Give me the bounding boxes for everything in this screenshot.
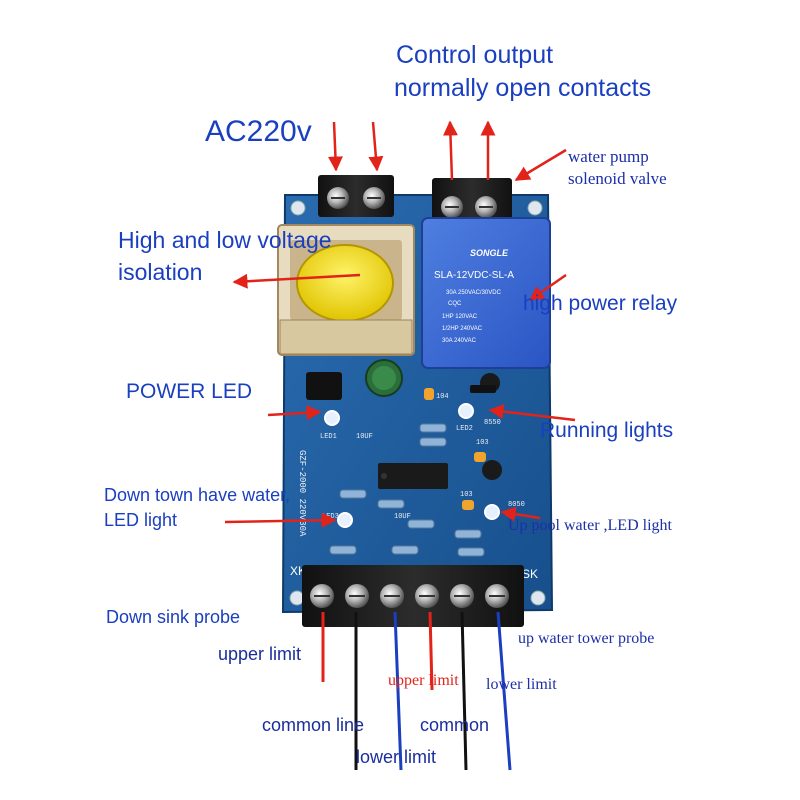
silk-led2: LED2	[456, 425, 473, 433]
terminal-screw	[450, 584, 474, 608]
label-power-led: POWER LED	[126, 380, 253, 403]
output-terminal-block	[432, 178, 512, 222]
arrow-ac-2	[368, 121, 384, 172]
label-down-water-2: LED light	[104, 510, 178, 530]
arrow-isolation	[232, 273, 361, 289]
label-ac220v: AC220v	[205, 115, 312, 148]
ceramic-cap	[474, 452, 486, 462]
arrow-out-1	[442, 120, 458, 181]
arrow-ac-1	[327, 121, 343, 172]
label-common: common	[420, 715, 490, 735]
silk-103: 103	[460, 491, 473, 499]
mount-hole	[290, 200, 306, 216]
terminal-screw	[380, 584, 404, 608]
label-down-water-1: Down town have water,	[104, 485, 291, 505]
ceramic-cap	[462, 500, 474, 510]
silk-8050: 8050	[508, 501, 525, 509]
label-common-line: common line	[262, 715, 365, 735]
terminal-screw	[345, 584, 369, 608]
label-solenoid-valve: solenoid valve	[568, 169, 667, 188]
annotation-arrows	[224, 120, 576, 528]
arrow-power-led	[267, 405, 322, 421]
label-up-pool: Up pool water ,LED light	[508, 517, 672, 534]
relay-rating: 30A 240VAC	[442, 338, 477, 344]
label-control-output-2: normally open contacts	[394, 74, 652, 102]
relay-rating: 30A 250VAC/30VDC	[446, 290, 502, 296]
relay-rating: 1HP 120VAC	[442, 314, 478, 320]
terminal-screw	[310, 584, 334, 608]
transistor	[482, 460, 503, 480]
led-3	[337, 512, 353, 528]
arrow-down-water	[224, 512, 337, 528]
label-control-output-1: Control output	[396, 41, 554, 69]
silk-10uf: 10UF	[394, 513, 411, 521]
label-lower-limit-bottom: lower limit	[356, 747, 437, 767]
transformer	[277, 224, 415, 356]
led-1	[324, 410, 340, 426]
resistors	[329, 423, 485, 557]
silk-8550: 8550	[484, 419, 501, 427]
probe-wires	[321, 611, 512, 771]
led-2	[458, 403, 474, 419]
wire-blue	[393, 611, 403, 771]
silk-sk: SK	[522, 567, 538, 581]
silk-led1: LED1	[320, 433, 337, 441]
arrow-up-pool	[500, 506, 541, 522]
relay-model: SLA-12VDC-SL-A	[434, 270, 514, 281]
label-running-lights: Running lights	[540, 419, 674, 442]
ic-chip	[378, 463, 448, 489]
arrow-pump	[514, 148, 567, 182]
ceramic-cap	[424, 388, 434, 400]
terminal-screw	[485, 584, 509, 608]
relay-cqc: CQC	[448, 301, 462, 307]
songle-relay: SONGLE SLA-12VDC-SL-A 30A 250VAC/30VDC 1…	[421, 217, 551, 369]
arrow-running	[488, 404, 576, 422]
diode	[470, 385, 496, 393]
wire-black	[460, 611, 468, 771]
label-upper-limit-mid: upper limit	[388, 672, 459, 689]
silk-model: GZF-2000 220V30A	[297, 450, 307, 537]
silk-104: 104	[436, 393, 449, 401]
wire-blue	[496, 611, 512, 771]
label-up-tower: up water tower probe	[518, 630, 655, 647]
terminal-screw	[415, 584, 439, 608]
relay-rating: 1/2HP 240VAC	[442, 326, 483, 332]
relay-brand: SONGLE	[470, 248, 509, 258]
silk-103: 103	[476, 439, 489, 447]
label-upper-limit-left: upper limit	[218, 644, 302, 664]
bridge-rectifier	[306, 372, 342, 400]
led-4	[484, 504, 500, 520]
silk-10uf: 10UF	[356, 433, 373, 441]
label-lower-limit-right: lower limit	[486, 676, 557, 693]
label-water-pump: water pump	[568, 147, 649, 166]
wire-red	[428, 611, 434, 691]
label-down-sink: Down sink probe	[106, 607, 241, 627]
mount-hole	[527, 200, 543, 216]
mount-hole	[530, 590, 546, 606]
ac-terminal-block	[318, 175, 394, 217]
probe-terminal-block	[302, 565, 524, 627]
mount-hole	[289, 590, 305, 606]
capacitor	[365, 359, 403, 397]
label-isolation-1: High and low voltage	[118, 227, 332, 253]
arrow-relay	[528, 273, 567, 302]
label-high-power-relay: high power relay	[523, 292, 678, 315]
label-isolation-2: isolation	[118, 259, 203, 285]
